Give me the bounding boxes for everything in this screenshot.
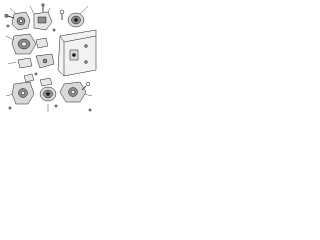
insulator-mount-left [11,33,49,55]
bolt-head [54,104,58,108]
mount-bracket-bottom-left [11,73,35,105]
leader-line [83,93,93,97]
center-bracket [17,53,55,69]
leader-line [7,61,17,65]
leader-line [29,5,35,15]
diagram-canvas [4,3,97,112]
round-mount-bottom-center [39,77,57,102]
round-mount-top-right [59,9,85,28]
exploded-parts-diagram [0,0,98,120]
leader-line [5,35,15,41]
mount-bracket-top-left [4,11,31,31]
fasteners [6,24,92,112]
bolt-head [8,106,12,110]
bolt-head [52,28,56,32]
bolt-head [88,108,92,112]
mount-bracket-bottom-right [59,81,91,103]
bolt-head [6,24,10,28]
frame-rail-section [57,29,97,77]
mount-bracket-top-center [33,3,53,31]
bolt-head [34,72,38,76]
leader-line [79,5,89,15]
